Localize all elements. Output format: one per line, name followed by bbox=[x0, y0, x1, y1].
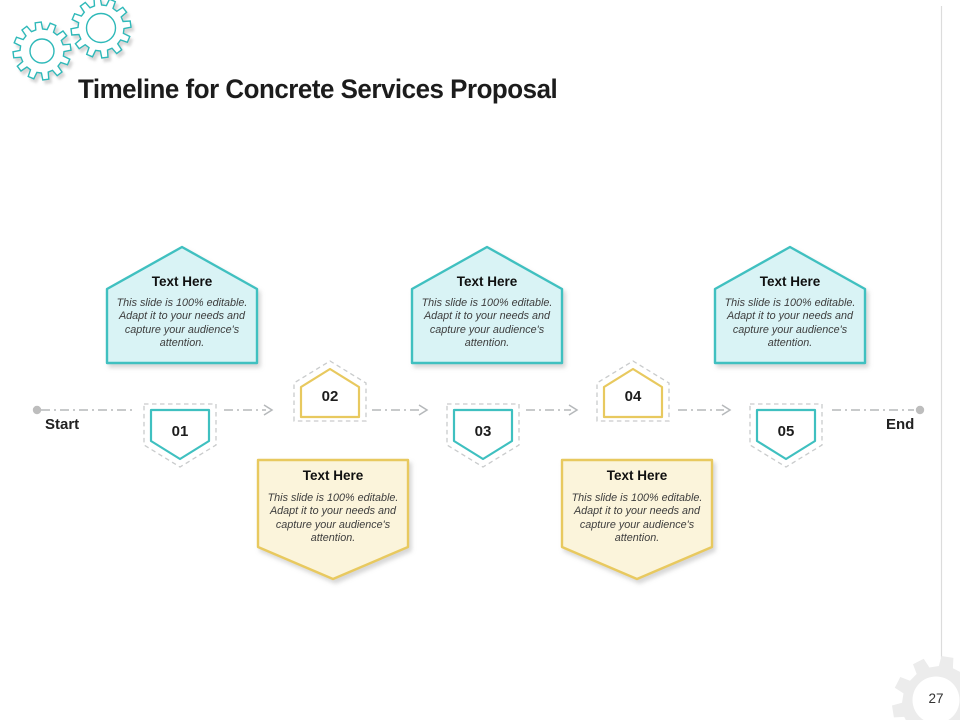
milestone-badge-04 bbox=[602, 367, 664, 419]
callout-title: Text Here bbox=[151, 274, 213, 289]
milestone-badge-02 bbox=[299, 367, 361, 419]
milestone-badge-05 bbox=[755, 408, 817, 461]
callout-body: This slide is 100% editable. Adapt it to… bbox=[421, 297, 553, 350]
callout-body: This slide is 100% editable. Adapt it to… bbox=[571, 492, 703, 545]
milestone-number-04: 04 bbox=[624, 388, 642, 405]
page-number: 27 bbox=[928, 691, 944, 706]
top-callout-shape-1 bbox=[105, 245, 259, 365]
top-callout-shapes bbox=[105, 245, 867, 365]
milestone-number-03: 03 bbox=[474, 423, 492, 440]
callout-title: Text Here bbox=[302, 468, 364, 483]
callout-title: Text Here bbox=[456, 274, 518, 289]
milestone-badges bbox=[149, 367, 817, 461]
header-gears-icon bbox=[12, 0, 132, 81]
callout-title: Text Here bbox=[759, 274, 821, 289]
page-title: Timeline for Concrete Services Proposal bbox=[78, 74, 558, 104]
milestone-number-05: 05 bbox=[777, 423, 795, 440]
callout-body: This slide is 100% editable. Adapt it to… bbox=[724, 297, 856, 350]
timeline-arrowheads bbox=[263, 404, 732, 416]
timeline-end-dot bbox=[915, 405, 925, 415]
milestone-badge-halos bbox=[143, 360, 823, 468]
top-callout-2: Text Here This slide is 100% editable. A… bbox=[412, 274, 562, 351]
callout-body: This slide is 100% editable. Adapt it to… bbox=[116, 297, 248, 350]
timeline-start-label: Start bbox=[45, 416, 80, 433]
bottom-callout-shapes bbox=[256, 458, 714, 581]
top-callout-shape-3 bbox=[713, 245, 867, 365]
timeline-start-dot bbox=[32, 405, 42, 415]
bottom-callout-shape-2 bbox=[560, 458, 714, 581]
page-number-gear-icon bbox=[892, 656, 960, 720]
bottom-callout-1: Text Here This slide is 100% editable. A… bbox=[258, 468, 408, 546]
bottom-callout-shape-1 bbox=[256, 458, 410, 581]
bottom-callout-2: Text Here This slide is 100% editable. A… bbox=[562, 468, 712, 546]
top-callout-3: Text Here This slide is 100% editable. A… bbox=[715, 274, 865, 351]
top-callout-1: Text Here This slide is 100% editable. A… bbox=[107, 274, 257, 351]
callout-body: This slide is 100% editable. Adapt it to… bbox=[267, 492, 399, 545]
callout-title: Text Here bbox=[606, 468, 668, 483]
timeline-end-label: End bbox=[886, 416, 915, 433]
header-accent-line bbox=[0, 38, 547, 82]
milestone-number-01: 01 bbox=[171, 423, 189, 440]
milestone-number-02: 02 bbox=[321, 388, 339, 405]
milestone-badge-01 bbox=[149, 408, 211, 461]
milestone-badge-03 bbox=[452, 408, 514, 461]
top-callout-shape-2 bbox=[410, 245, 564, 365]
